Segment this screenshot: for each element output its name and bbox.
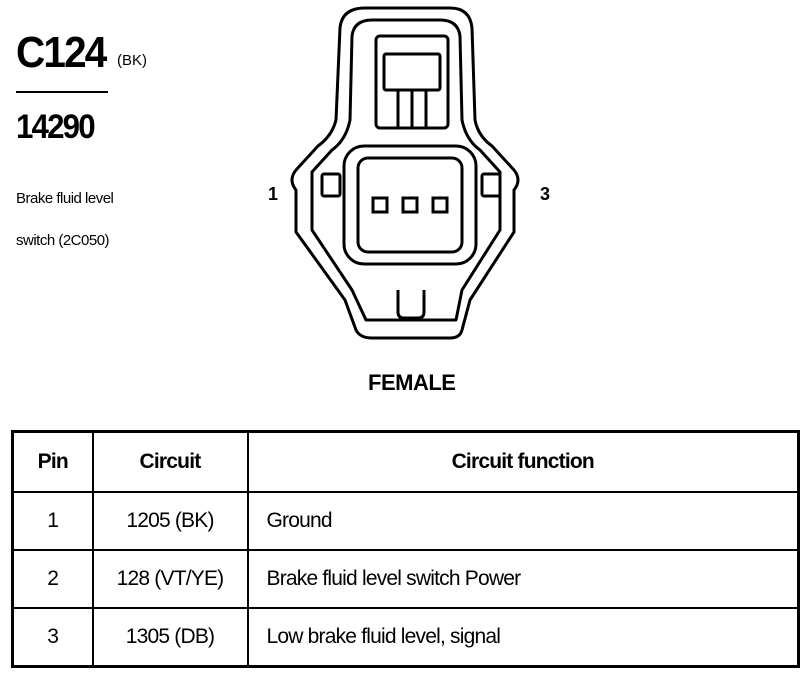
latch-cap — [382, 52, 442, 92]
pin-cell: 3 — [11, 607, 94, 668]
function-cell: Brake fluid level switch Power — [246, 549, 800, 609]
header-circuit: Circuit — [91, 430, 249, 493]
pin-cavity-1 — [371, 196, 389, 214]
terminal-block — [356, 156, 464, 254]
header-circuit-function: Circuit function — [246, 430, 800, 493]
housing-inner-outline — [310, 18, 502, 322]
view-label: FEMALE — [368, 370, 456, 395]
pinout-table: Pin Circuit Circuit function 1 1205 (BK)… — [11, 430, 800, 668]
title-divider — [16, 91, 108, 93]
pin-1-label: 1 — [268, 184, 279, 204]
header-pin: Pin — [11, 430, 94, 493]
description-line-1: Brake fluid level — [16, 190, 114, 207]
color-code: (BK) — [117, 52, 147, 69]
table-row: 2 128 (VT/YE) Brake fluid level switch P… — [11, 549, 800, 609]
table-row: 3 1305 (DB) Low brake fluid level, signa… — [11, 607, 800, 668]
pin-cavity-3 — [431, 196, 449, 214]
polarization-key — [396, 290, 426, 320]
pin-cell: 1 — [11, 491, 94, 551]
pin-3-label: 3 — [540, 184, 551, 204]
side-tab-right — [480, 172, 502, 198]
function-cell: Ground — [246, 491, 800, 551]
circuit-cell: 1205 (BK) — [91, 491, 249, 551]
connector-drawing — [290, 6, 520, 340]
table-header-row: Pin Circuit Circuit function — [11, 430, 800, 493]
circuit-cell: 1305 (DB) — [91, 607, 249, 668]
pin-cell: 2 — [11, 549, 94, 609]
housing-outline — [290, 6, 520, 340]
terminal-block-outer — [342, 144, 478, 266]
description-line-2: switch (2C050) — [16, 232, 110, 249]
connector-id: C124 — [16, 28, 107, 77]
function-cell: Low brake fluid level, signal — [246, 607, 800, 668]
side-tab-left — [320, 172, 342, 198]
table-row: 1 1205 (BK) Ground — [11, 491, 800, 551]
circuit-cell: 128 (VT/YE) — [91, 549, 249, 609]
part-number: 14290 — [16, 108, 96, 146]
pin-cavity-2 — [401, 196, 419, 214]
